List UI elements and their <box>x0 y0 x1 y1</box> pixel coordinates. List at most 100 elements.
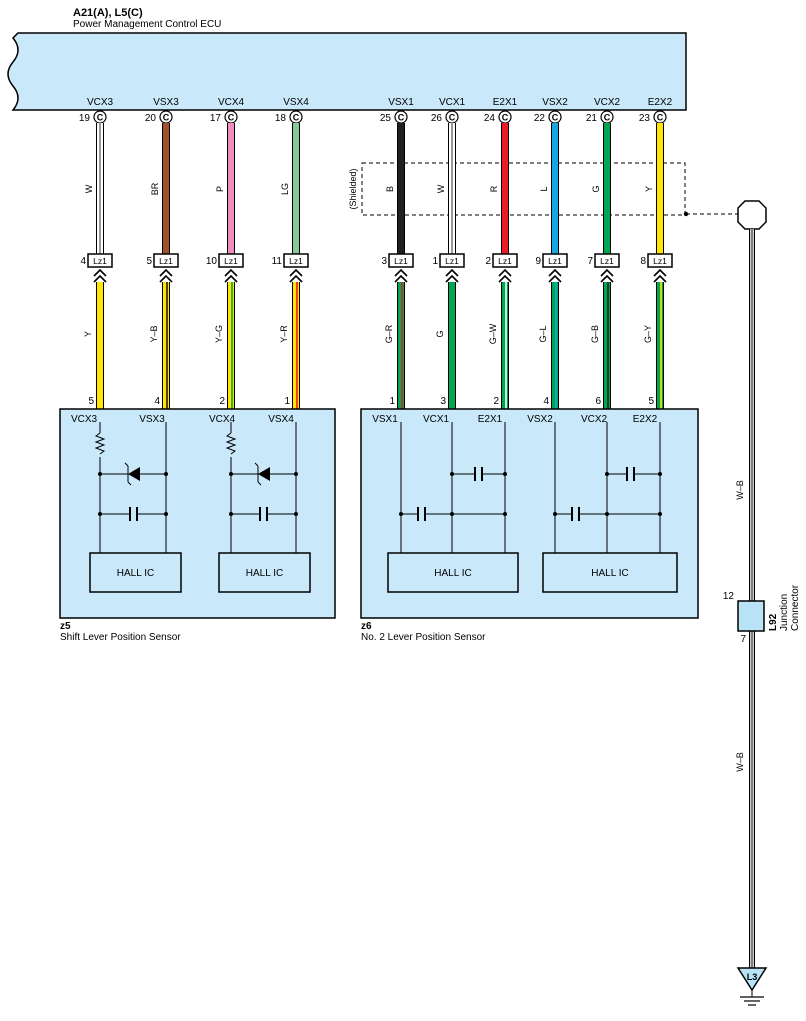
z5-signal-label: VSX3 <box>139 414 165 425</box>
wire-color-code: G <box>591 185 601 192</box>
lz1-connector <box>492 253 518 268</box>
hall-ic-label: HALL IC <box>434 568 471 579</box>
wire-color-code: G–W <box>488 323 498 344</box>
lz1-pin-number: 9 <box>535 256 541 267</box>
l92-pin-bottom: 7 <box>740 634 746 645</box>
hall-ic-label: HALL IC <box>117 568 154 579</box>
hall-ic-box <box>89 552 182 593</box>
ecu-pin-signal: E2X2 <box>648 97 673 108</box>
wire-color-code: Y–R <box>279 325 289 343</box>
z6-signal-label: VSX1 <box>372 414 398 425</box>
lz1-label: Lz1 <box>548 256 562 266</box>
hall-ic-label: HALL IC <box>591 568 628 579</box>
lz1-pin-number: 1 <box>432 256 438 267</box>
hall-ic-box <box>387 552 519 593</box>
z5-ref: z5 <box>60 621 71 632</box>
z5-name: Shift Lever Position Sensor <box>60 632 181 643</box>
shield-label: (Shielded) <box>348 168 358 209</box>
z6-signal-label: VCX2 <box>581 414 608 425</box>
zener-diode-icon <box>258 467 270 481</box>
chevron-connector-icon <box>394 268 408 283</box>
lz1-label: Lz1 <box>93 256 107 266</box>
sensor-pin-number: 3 <box>440 396 446 407</box>
lz1-connector <box>153 253 179 268</box>
lz1-pin-number: 2 <box>485 256 491 267</box>
ecu-connector-letter: C <box>228 113 235 123</box>
lz1-connector <box>594 253 620 268</box>
ecu-connector-letter: C <box>552 113 559 123</box>
lz1-pin-number: 10 <box>206 256 218 267</box>
ecu-connector-letter: C <box>502 113 509 123</box>
ecu-pin-number: 23 <box>639 113 651 124</box>
lz1-connector <box>388 253 414 268</box>
lz1-connector <box>87 253 113 268</box>
chevron-connector-icon <box>445 268 459 283</box>
wire-color-code: Y–B <box>149 325 159 342</box>
lz1-label: Lz1 <box>224 256 238 266</box>
sensor-pin-number: 2 <box>493 396 499 407</box>
chevron-connector-icon <box>653 268 667 283</box>
ground-wire-color-upper: W–B <box>735 480 745 500</box>
wire-color-code: W <box>436 184 446 193</box>
wire-color-code: G–L <box>538 325 548 342</box>
wire-color-code: Y–G <box>214 325 224 343</box>
ecu-pin-number: 20 <box>145 113 157 124</box>
chevron-connector-icon <box>498 268 512 283</box>
ecu-pin-number: 17 <box>210 113 222 124</box>
ecu-pin-signal: VCX4 <box>218 97 245 108</box>
ecu-connector-letter: C <box>449 113 456 123</box>
sensor-pin-number: 5 <box>88 396 94 407</box>
lz1-pin-number: 4 <box>80 256 86 267</box>
lz1-label: Lz1 <box>600 256 614 266</box>
l92-name-2: Connector <box>790 584 801 631</box>
sensor-pin-number: 5 <box>648 396 654 407</box>
zener-diode-icon <box>128 467 140 481</box>
l92-pin-top: 12 <box>723 591 735 602</box>
z6-circuit <box>399 422 662 553</box>
wire-color-code: B <box>385 186 395 192</box>
z6-ref: z6 <box>361 621 372 632</box>
sensor-pin-number: 4 <box>543 396 549 407</box>
ecu-pin-number: 22 <box>534 113 546 124</box>
lz1-connector <box>439 253 465 268</box>
resistor-icon <box>94 432 106 455</box>
sensor-pin-number: 4 <box>154 396 160 407</box>
wire-color-code: G–Y <box>643 325 653 343</box>
ecu-pin-signal: VSX4 <box>283 97 309 108</box>
z6-signal-label: VSX2 <box>527 414 553 425</box>
ecu-connector-letter: C <box>398 113 405 123</box>
z5-signal-label: VCX3 <box>71 414 98 425</box>
ecu-connector-letter: C <box>657 113 664 123</box>
ground-ref: L3 <box>747 972 758 982</box>
shield-box <box>361 162 686 216</box>
ecu-ref: A21(A), L5(C) <box>73 7 143 19</box>
lz1-pin-number: 3 <box>381 256 387 267</box>
wire-color-code: W <box>84 184 94 193</box>
l92-junction-connector <box>737 600 765 632</box>
resistor-icon <box>225 432 237 455</box>
ecu-pin-number: 21 <box>586 113 598 124</box>
l92-ref: L92 <box>768 613 779 631</box>
lz1-connector <box>542 253 568 268</box>
sensor-pin-number: 2 <box>219 396 225 407</box>
l92-name-1: Junction <box>779 594 790 631</box>
lz1-pin-number: 7 <box>587 256 593 267</box>
ecu-pin-number: 25 <box>380 113 392 124</box>
ecu-pin-number: 19 <box>79 113 91 124</box>
lz1-label: Lz1 <box>394 256 408 266</box>
sensor-pin-number: 1 <box>389 396 395 407</box>
ecu-pin-number: 26 <box>431 113 443 124</box>
hall-ic-label: HALL IC <box>246 568 283 579</box>
lz1-connector <box>218 253 244 268</box>
wire-color-code: G–R <box>384 324 394 343</box>
shield-junction-dot <box>683 211 689 217</box>
shield-ground-octagon-icon <box>737 200 767 230</box>
lz1-label: Lz1 <box>289 256 303 266</box>
wire-color-code: L <box>539 186 549 191</box>
z6-signal-label: E2X1 <box>478 414 503 425</box>
ecu-box <box>7 32 687 111</box>
sensor-pin-number: 6 <box>595 396 601 407</box>
wire-color-code: G <box>435 330 445 337</box>
